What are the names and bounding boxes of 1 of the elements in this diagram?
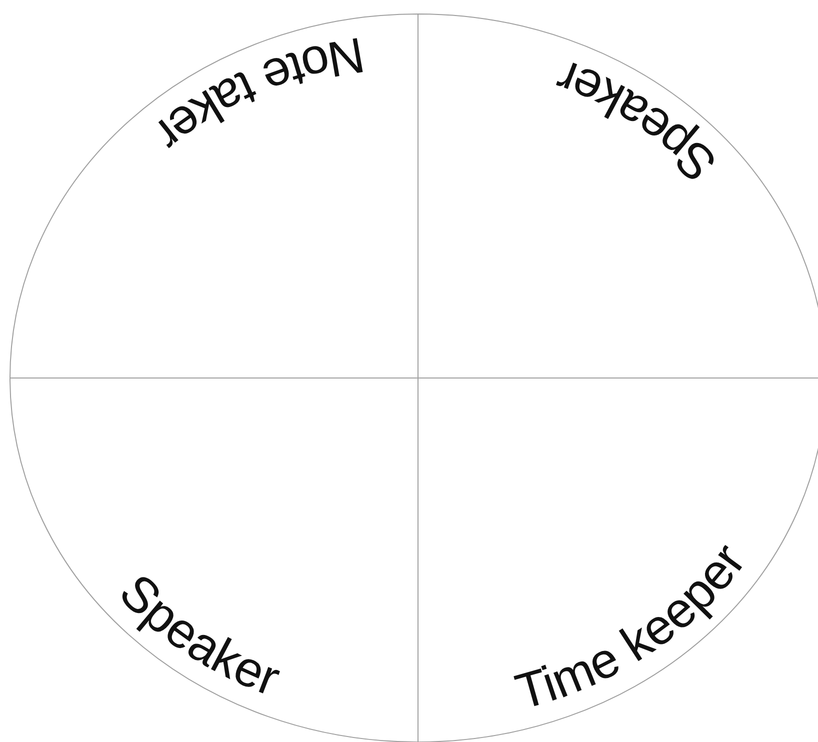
role-label: Note taker — [144, 26, 369, 163]
